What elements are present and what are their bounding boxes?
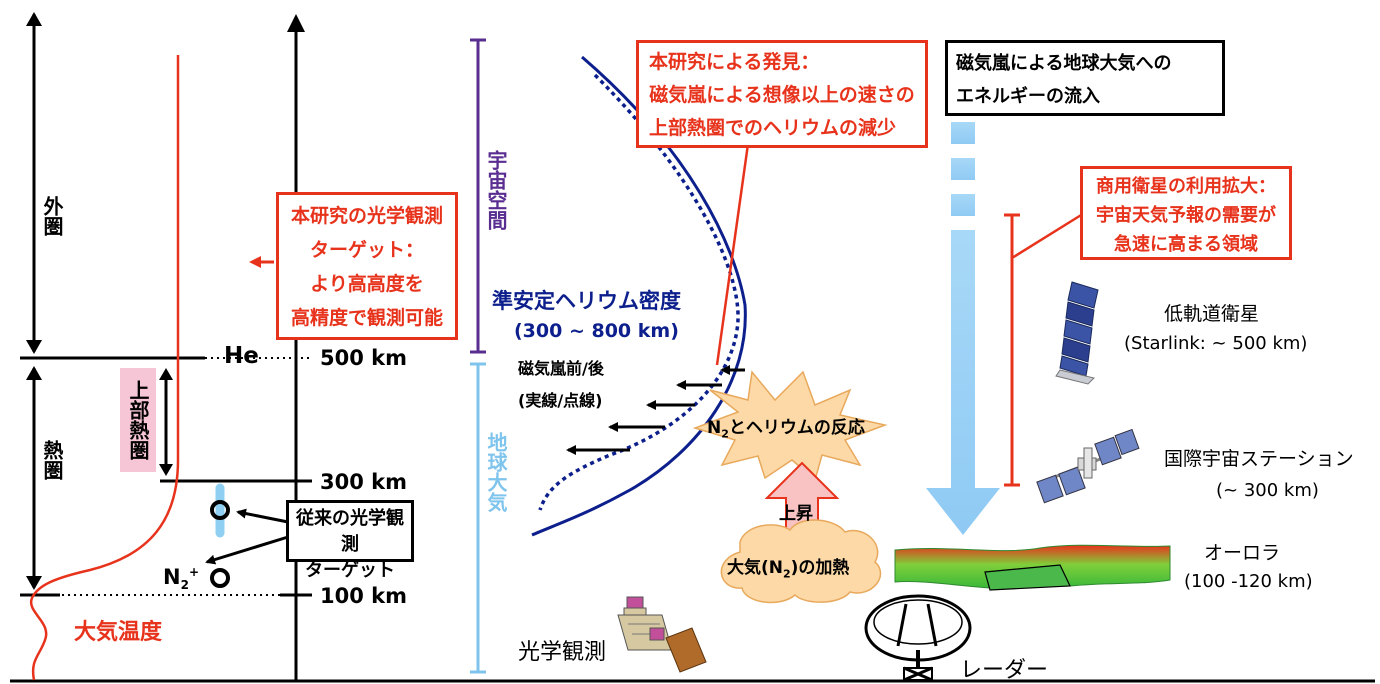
- iss-icon: [1036, 428, 1140, 504]
- iss-name: 国際宇宙ステーション: [1164, 448, 1354, 470]
- helium-label: He: [224, 343, 259, 369]
- altitude-500: 500 km: [320, 346, 407, 370]
- layer-upper-thermosphere: 上部熱圏: [120, 368, 156, 472]
- radar-dish-icon: [864, 594, 972, 682]
- optical-label: 光学観測: [518, 640, 607, 665]
- density-curve-before: [531, 55, 747, 537]
- energy-inflow-box: 磁気嵐による地球大気への エネルギーの流入: [945, 40, 1225, 116]
- leo-satellite-icon: [1055, 281, 1099, 385]
- heating-label: 大気(N2)の加熱: [727, 558, 850, 581]
- aurora-name: オーロラ: [1204, 542, 1281, 564]
- layer-earth-atmosphere: 地球大気: [484, 432, 508, 512]
- this-study-target-box: 本研究の光学観測 ターゲット： より高高度を 高精度で観測可能: [276, 192, 458, 340]
- altitude-100: 100 km: [320, 584, 407, 608]
- reaction-label: N2とヘリウムの反応: [707, 418, 865, 441]
- heating-cloud: [720, 519, 882, 604]
- layer-exosphere: 外圏: [40, 196, 64, 236]
- storm-label: 磁気嵐前/後: [518, 359, 604, 378]
- temperature-curve: [29, 55, 180, 681]
- conventional-target-box: 従来の光学観測 ターゲット: [286, 500, 414, 581]
- density-curve-after: [538, 73, 740, 511]
- density-label: 準安定ヘリウム密度: [492, 289, 681, 313]
- oxygen-marker-upper: [210, 500, 230, 520]
- commercial-satellite-box: 商用衛星の利用拡大： 宇宙天気予報の需要が 急速に高まる領域: [1080, 166, 1292, 260]
- storm-legend: (実線/点線): [518, 391, 603, 410]
- radar-label: レーダー: [960, 658, 1049, 683]
- discovery-box: 本研究による発見： 磁気嵐による想像以上の速さの 上部熱圏でのヘリウムの減少: [636, 40, 928, 148]
- upper-thermosphere-arrow: [159, 368, 173, 476]
- rise-label: 上昇: [779, 504, 813, 524]
- oxygen-marker-lower: [210, 568, 230, 588]
- rise-arrow: [764, 461, 840, 536]
- temperature-label: 大気温度: [74, 620, 163, 645]
- altitude-300: 300 km: [320, 470, 407, 494]
- density-range: (300 ~ 800 km): [514, 320, 679, 342]
- n2plus-label: N2+: [163, 565, 199, 593]
- optical-telescope-icon: [617, 596, 707, 673]
- layer-space: 宇宙空間: [484, 150, 508, 230]
- aurora-band: [894, 544, 1171, 589]
- aurora-altitude: (100 -120 km): [1184, 571, 1313, 592]
- energy-arrow: [926, 230, 1000, 535]
- layer-thermosphere: 熱圏: [40, 440, 64, 480]
- energy-arrow-seg1: [951, 122, 975, 144]
- leo-name: 低軌道衛星: [1164, 303, 1260, 325]
- leo-altitude: (Starlink: ~ 500 km): [1124, 333, 1308, 354]
- iss-altitude: (~ 300 km): [1216, 480, 1319, 501]
